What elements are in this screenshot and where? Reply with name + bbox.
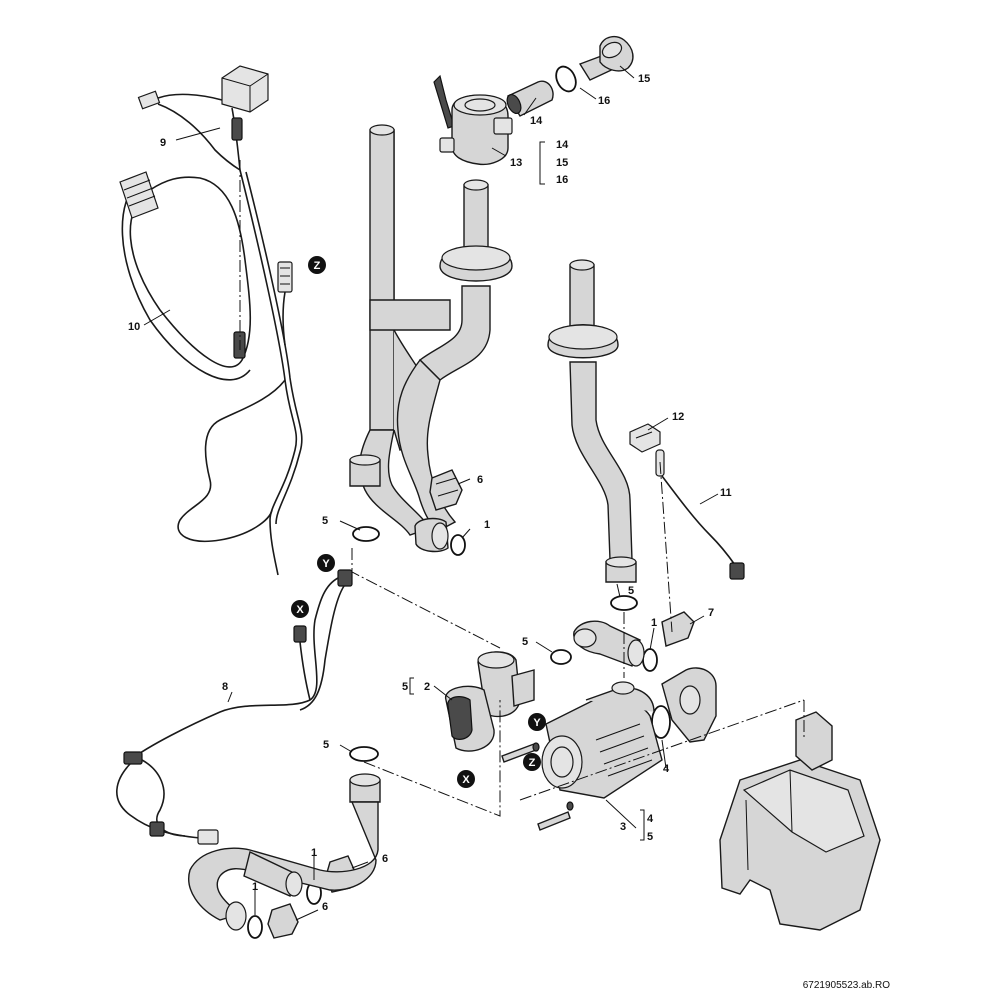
connector-z-badge: Z [308, 256, 326, 274]
connector-y-badge: Y [528, 713, 546, 731]
callout-5: 5 [322, 515, 328, 527]
group-13-item: 14 [556, 139, 569, 151]
callout-7: 7 [708, 607, 714, 619]
wiring-harness-8 [116, 569, 353, 845]
leader-lines [143, 65, 719, 921]
callout-8: 8 [222, 681, 228, 693]
callout-2: 2 [424, 681, 430, 693]
pump-and-fittings [445, 620, 717, 831]
callout-4: 4 [663, 763, 670, 775]
valve-assembly-13 [433, 35, 634, 166]
callout-11: 11 [720, 487, 732, 499]
mounting-cover [719, 711, 881, 931]
callout-9: 9 [160, 137, 166, 149]
connector-y-badge: Y [317, 554, 335, 572]
callout-6: 6 [477, 474, 483, 486]
connector-z-badge: Z [523, 753, 541, 771]
callout-1: 1 [484, 519, 490, 531]
callout-5: 5 [323, 739, 329, 751]
group-3-item: 4 [647, 813, 654, 825]
svg-text:Y: Y [322, 558, 330, 570]
callout-labels: 1 1 1 1 2 3 4 5 5 5 5 6 6 6 7 8 9 10 11 … [128, 73, 732, 913]
assembly-lines [239, 160, 805, 817]
svg-text:Z: Z [314, 260, 321, 272]
callout-1: 1 [651, 617, 657, 629]
callout-10: 10 [128, 321, 140, 333]
connector-badges: Z Y X Y Z X [291, 256, 546, 788]
group-13-item: 16 [556, 174, 568, 186]
wiring-harness-9-10 [119, 65, 303, 576]
callout-5: 5 [628, 585, 634, 597]
svg-text:X: X [296, 604, 304, 616]
callout-6: 6 [382, 853, 388, 865]
svg-text:Z: Z [529, 757, 536, 769]
callout-16: 16 [598, 95, 610, 107]
svg-text:X: X [462, 774, 470, 786]
callout-13: 13 [510, 157, 522, 169]
sensor-11-clip-12 [629, 423, 745, 580]
document-reference: 6721905523.ab.RO [803, 980, 891, 991]
group-2-item: 5 [402, 681, 408, 693]
callout-1: 1 [252, 881, 258, 893]
lower-pipe-assembly [188, 773, 381, 931]
group-3-item: 5 [647, 831, 653, 843]
seals-and-clips [247, 469, 695, 939]
callout-15: 15 [638, 73, 650, 85]
callout-14: 14 [530, 115, 543, 127]
callout-6: 6 [322, 901, 328, 913]
callout-12: 12 [672, 411, 684, 423]
callout-5: 5 [522, 636, 528, 648]
group-13-item: 15 [556, 157, 568, 169]
callout-3: 3 [620, 821, 626, 833]
callout-1: 1 [311, 847, 317, 859]
upper-pipe-assembly [349, 124, 637, 583]
svg-text:Y: Y [533, 717, 541, 729]
connector-x-badge: X [457, 770, 475, 788]
connector-x-badge: X [291, 600, 309, 618]
